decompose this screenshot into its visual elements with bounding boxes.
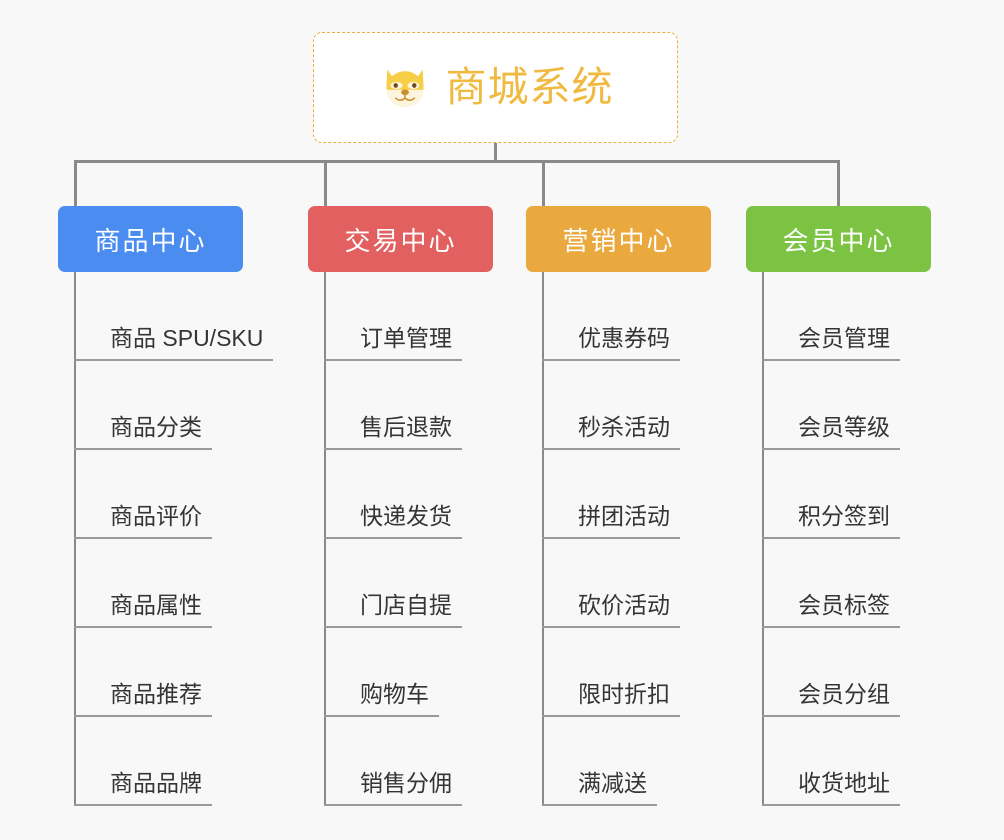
leaf-label: 门店自提 [324, 594, 462, 628]
leaf-item[interactable]: 商品推荐 [74, 628, 334, 717]
leaf-label: 商品 SPU/SKU [74, 327, 274, 361]
branch-trunk-1 [74, 272, 76, 806]
leaf-item[interactable]: 会员分组 [762, 628, 1004, 717]
leaf-item[interactable]: 商品属性 [74, 539, 334, 628]
leaf-label: 满减送 [542, 772, 657, 806]
leaf-item[interactable]: 会员标签 [762, 539, 1004, 628]
leaf-item[interactable]: 优惠券码 [542, 272, 802, 361]
dog-face-icon [385, 68, 424, 107]
leaf-item[interactable]: 满减送 [542, 717, 802, 806]
leaf-label: 销售分佣 [324, 772, 462, 806]
branch-column-3: 营销中心 优惠券码 秒杀活动 拼团活动 砍价活动 限时折扣 满减送 [526, 206, 711, 806]
branch-trunk-3 [542, 272, 544, 806]
leaf-item[interactable]: 砍价活动 [542, 539, 802, 628]
leaf-label: 快递发货 [324, 505, 462, 539]
branch-trunk-2 [324, 272, 326, 806]
leaf-item[interactable]: 收货地址 [762, 717, 1004, 806]
connector-drop-3 [542, 160, 545, 206]
leaf-item[interactable]: 商品 SPU/SKU [74, 272, 334, 361]
leaf-item[interactable]: 商品评价 [74, 450, 334, 539]
leaf-item[interactable]: 会员管理 [762, 272, 1004, 361]
category-header-2[interactable]: 交易中心 [308, 206, 493, 272]
leaf-label: 收货地址 [762, 772, 900, 806]
connector-drop-4 [837, 160, 840, 206]
leaf-label: 商品分类 [74, 416, 212, 450]
leaf-label: 会员管理 [762, 327, 900, 361]
leaf-item[interactable]: 秒杀活动 [542, 361, 802, 450]
leaf-list-2: 订单管理 售后退款 快递发货 门店自提 购物车 销售分佣 [324, 272, 584, 806]
connector-horizontal-bus [74, 160, 840, 163]
root-node[interactable]: 商城系统 [313, 32, 678, 143]
leaf-list-1: 商品 SPU/SKU 商品分类 商品评价 商品属性 商品推荐 商品品牌 [74, 272, 334, 806]
branch-column-2: 交易中心 订单管理 售后退款 快递发货 门店自提 购物车 销售分佣 [308, 206, 493, 806]
leaf-label: 商品属性 [74, 594, 212, 628]
root-title: 商城系统 [445, 64, 614, 110]
leaf-item[interactable]: 积分签到 [762, 450, 1004, 539]
branch-column-1: 商品中心 商品 SPU/SKU 商品分类 商品评价 商品属性 商品推荐 商品品牌 [58, 206, 274, 806]
leaf-label: 拼团活动 [542, 505, 680, 539]
leaf-list-4: 会员管理 会员等级 积分签到 会员标签 会员分组 收货地址 [762, 272, 1004, 806]
leaf-item[interactable]: 订单管理 [324, 272, 584, 361]
leaf-item[interactable]: 门店自提 [324, 539, 584, 628]
leaf-label: 售后退款 [324, 416, 462, 450]
leaf-label: 商品推荐 [74, 683, 212, 717]
leaf-label: 限时折扣 [542, 683, 680, 717]
leaf-label: 会员等级 [762, 416, 900, 450]
leaf-list-3: 优惠券码 秒杀活动 拼团活动 砍价活动 限时折扣 满减送 [542, 272, 802, 806]
leaf-item[interactable]: 购物车 [324, 628, 584, 717]
leaf-item[interactable]: 快递发货 [324, 450, 584, 539]
connector-drop-2 [324, 160, 327, 206]
leaf-item[interactable]: 会员等级 [762, 361, 1004, 450]
leaf-label: 优惠券码 [542, 327, 680, 361]
connector-drop-1 [74, 160, 77, 206]
connector-root-stem [494, 143, 497, 162]
leaf-item[interactable]: 商品品牌 [74, 717, 334, 806]
leaf-label: 商品品牌 [74, 772, 212, 806]
leaf-item[interactable]: 拼团活动 [542, 450, 802, 539]
branch-trunk-4 [762, 272, 764, 806]
leaf-label: 会员分组 [762, 683, 900, 717]
leaf-label: 商品评价 [74, 505, 212, 539]
leaf-item[interactable]: 商品分类 [74, 361, 334, 450]
leaf-label: 砍价活动 [542, 594, 680, 628]
category-header-1[interactable]: 商品中心 [58, 206, 243, 272]
branch-column-4: 会员中心 会员管理 会员等级 积分签到 会员标签 会员分组 收货地址 [746, 206, 931, 806]
category-header-4[interactable]: 会员中心 [746, 206, 931, 272]
leaf-label: 购物车 [324, 683, 439, 717]
leaf-label: 会员标签 [762, 594, 900, 628]
leaf-item[interactable]: 售后退款 [324, 361, 584, 450]
leaf-label: 秒杀活动 [542, 416, 680, 450]
leaf-label: 订单管理 [324, 327, 462, 361]
category-header-3[interactable]: 营销中心 [526, 206, 711, 272]
leaf-item[interactable]: 销售分佣 [324, 717, 584, 806]
leaf-label: 积分签到 [762, 505, 900, 539]
leaf-item[interactable]: 限时折扣 [542, 628, 802, 717]
